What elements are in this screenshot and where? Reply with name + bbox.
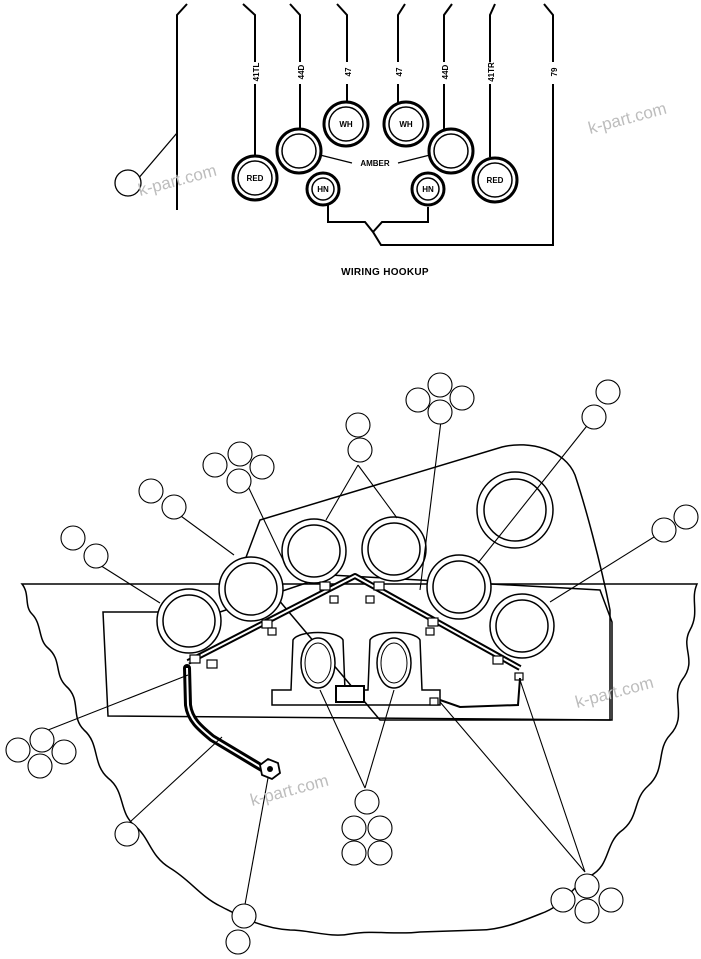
assembly-lamp-5: [426, 554, 492, 620]
amber-jumper: [319, 154, 431, 164]
wire-label-79: 79: [550, 67, 559, 76]
wire-44d-right: [443, 3, 453, 62]
mount-brackets: [189, 581, 524, 706]
wiring-hookup-diagram: 41TL 44D 47 47 44D 41TR 79 RED WH: [114, 3, 559, 278]
lamp-amber-right: [427, 127, 475, 175]
lamp-hn-left: HN: [305, 171, 341, 207]
assembly-lamp-2: [218, 556, 284, 622]
pedestal: [271, 631, 441, 706]
assembly-lamp-3: [281, 518, 347, 584]
assembly-lamp-1: [156, 588, 222, 654]
wire-label-47-left: 47: [344, 67, 353, 76]
lamp-wh-right: WH: [382, 100, 430, 148]
amber-label: AMBER: [360, 159, 390, 168]
lamp-red-right: RED: [471, 156, 519, 204]
lamp-amber-left: [275, 127, 323, 175]
svg-text:HN: HN: [317, 185, 329, 194]
lamp-wh-left: WH: [322, 100, 370, 148]
wire-41tr: [489, 3, 496, 62]
wire-41tl: [242, 3, 256, 62]
wire-label-47-right: 47: [395, 67, 404, 76]
watermark: k-part.com: [586, 99, 668, 138]
svg-text:RED: RED: [487, 176, 504, 185]
wire-47-right: [397, 3, 406, 62]
junction-block: [335, 685, 365, 703]
watermark: k-part.com: [248, 771, 330, 810]
assembly-lamp-large: [476, 471, 554, 549]
wire-label-44d-left: 44D: [297, 64, 306, 79]
assembly-lamp-4: [361, 516, 427, 582]
assembly-lamp-6: [489, 593, 555, 659]
wire-79: [543, 3, 554, 62]
lamp-hn-right: HN: [410, 171, 446, 207]
svg-text:WH: WH: [399, 120, 413, 129]
callout-bubble: [114, 169, 142, 197]
wire-label-41tr: 41TR: [487, 62, 496, 82]
harness-left-line: [176, 3, 188, 210]
svg-text:RED: RED: [247, 174, 264, 183]
body-breakaway-outline: [20, 583, 699, 936]
wire-label-44d-right: 44D: [441, 64, 450, 79]
lamp-red-left: RED: [231, 154, 279, 202]
rear-panel: [244, 444, 611, 721]
assembly-view: [5, 372, 699, 955]
svg-text:WH: WH: [339, 120, 353, 129]
watermark: k-part.com: [573, 673, 655, 712]
callout-bubbles: [5, 372, 699, 955]
wiring-hookup-caption: WIRING HOOKUP: [341, 267, 429, 278]
wire-label-41tl: 41TL: [252, 63, 261, 82]
svg-text:HN: HN: [422, 185, 434, 194]
wire-47-left: [336, 3, 348, 62]
wire-44d-left: [289, 3, 301, 62]
harness-cable: [183, 664, 266, 772]
